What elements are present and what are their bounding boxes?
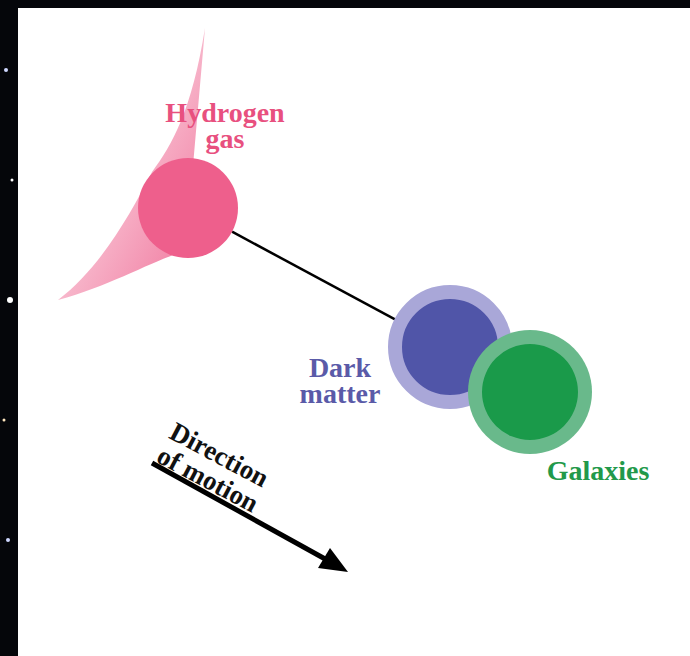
node-label: Galaxies — [547, 458, 650, 484]
arrow-head — [318, 548, 348, 572]
motion-label: Direction of motion — [153, 418, 293, 527]
node-label: Dark matter — [284, 355, 396, 407]
panel — [18, 8, 690, 656]
gas-circle — [138, 158, 238, 258]
node-label: Hydrogen gas — [155, 100, 295, 152]
galaxies-circle — [468, 330, 592, 454]
